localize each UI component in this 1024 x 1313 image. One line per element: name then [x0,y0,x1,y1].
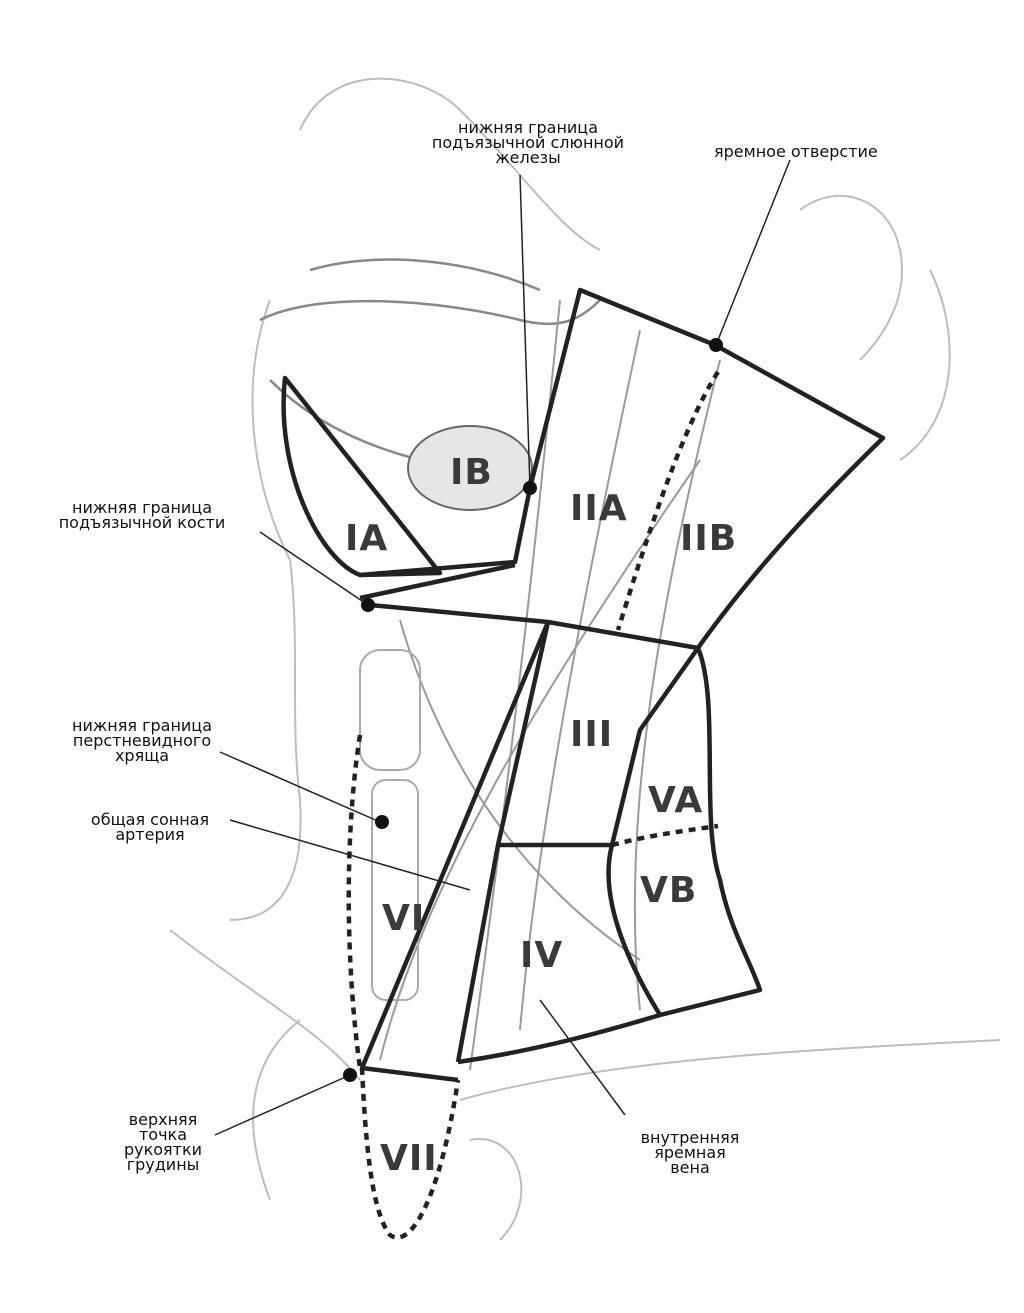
label-carotid: общая сонная артерия [90,810,210,844]
level-iia-label: IIA [570,488,628,529]
midline-dashed [346,734,363,1069]
level-iv-label: IV [520,935,564,976]
level-va-vb-divider [611,823,719,848]
level-ia-label: IA [345,518,389,559]
level-vi-label: VI [382,898,426,939]
cricoid-point [375,815,389,829]
level-ib-label: IB [450,452,493,493]
level-vb-label: VB [640,870,698,911]
label-sublingual-gland: нижняя граница подъязычной слюнной желез… [431,118,625,167]
hyoid-point [361,598,375,612]
sublingual-point [523,481,537,495]
ijv-dashed [615,370,720,631]
landmark-points [343,338,723,1082]
hyoid-line [359,562,516,601]
level-va-label: VA [648,780,704,821]
level-v-outer [659,647,763,1018]
level-iii-label: III [570,714,614,755]
anatomy-background [169,77,1001,1241]
larynx-trachea [359,649,421,1001]
level-iib-label: IIB [680,518,738,559]
sternum-point [343,1068,357,1082]
label-sternum: верхняя точка рукоятки грудины [123,1110,203,1174]
level-boundaries [281,287,886,1083]
label-jugular-foramen: яремное отверстие [714,142,878,161]
label-hyoid: нижняя граница подъязычной кости [58,498,226,532]
jugular-foramen-point [709,338,723,352]
level-ii-boundary [527,287,886,650]
level-ia-boundary [281,375,443,578]
label-cricoid: нижняя граница перстневидного хряща [72,716,212,765]
level-ib-boundary [359,487,533,578]
dashed-boundaries [346,370,720,1240]
level-vii-label: VII [380,1138,438,1179]
level-iii-right [606,646,700,1017]
level-vii-dashed [359,1067,461,1240]
level-iii-left [455,621,551,1063]
label-ijv: внутренняя яремная вена [640,1128,740,1177]
hyoid-to-level-iii [369,602,699,651]
level-iv-bottom [457,1012,661,1065]
sublingual-gland [407,425,533,511]
muscles-shading [379,299,721,1071]
leader-lines [214,159,791,1136]
